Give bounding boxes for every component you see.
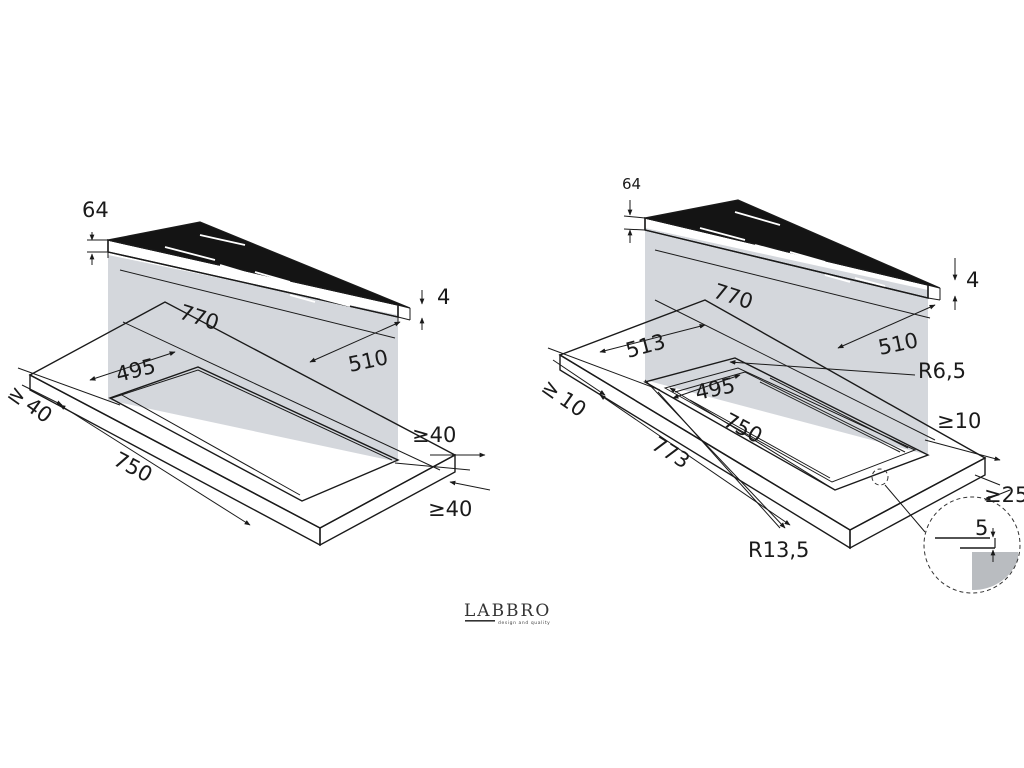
right-flush-detail [923, 496, 1021, 594]
right-recess-width-label: 773 [647, 432, 694, 474]
right-front-clearance-label: ≥ 10 [537, 374, 591, 421]
right-worktop-thickness-label: ≥25 [984, 483, 1024, 507]
left-dimension-lines [17, 232, 491, 526]
left-diagram: 64 4 770 510 495 750 ≥ 40 ≥40 ≥40 [3, 198, 491, 547]
right-hob [644, 199, 941, 301]
left-hob [107, 221, 411, 323]
right-corner-radius-label: R13,5 [748, 538, 809, 562]
left-glass-thickness-label: 4 [437, 285, 450, 309]
right-cutout-width-label: 750 [720, 408, 767, 448]
right-flush-depth-label: 5 [975, 516, 988, 540]
right-cooking-zone-marks [699, 211, 886, 287]
right-diagram: 64 4 770 510 513 R6,5 ≥ 10 495 750 773 ≥… [537, 175, 1024, 594]
brand-tagline: design and quality [498, 620, 550, 626]
right-glass-thickness-label: 4 [966, 268, 979, 292]
left-cooking-zone-marks [164, 234, 351, 307]
right-hob-height-label: 64 [622, 175, 641, 193]
brand-logo: LABBRO design and quality [464, 601, 551, 626]
left-hob-height-label: 64 [82, 198, 109, 222]
right-dimension-lines [547, 200, 1011, 533]
right-recess-radius-label: R6,5 [918, 359, 966, 383]
left-back-clearance-label: ≥40 [428, 497, 472, 521]
left-side-clearance-label: ≥40 [412, 423, 456, 447]
brand-name: LABBRO [464, 601, 551, 621]
right-side-clearance-label: ≥10 [937, 409, 981, 433]
